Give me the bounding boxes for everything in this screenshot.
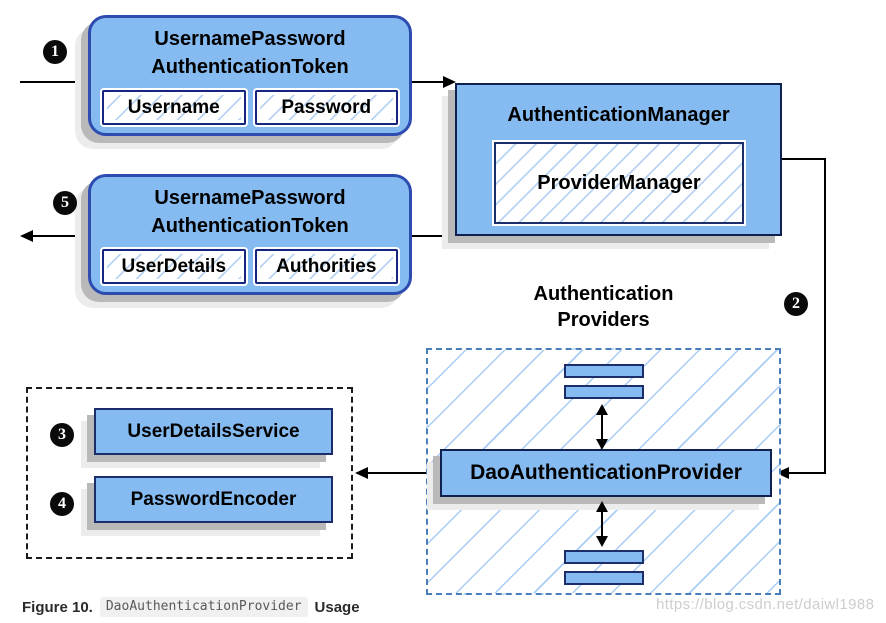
authorities-field-label: Authorities: [276, 255, 377, 277]
result-token-fields: UserDetails Authorities: [102, 249, 398, 284]
watermark-text: https://blog.csdn.net/daiwl1988: [656, 596, 875, 613]
arrowhead-down-icon: [596, 439, 608, 450]
request-token-title-line1: UsernamePassword: [154, 28, 346, 50]
dao-authentication-provider-node: DaoAuthenticationProvider: [440, 449, 772, 497]
double-arrow-line: [601, 509, 603, 538]
username-field-label: Username: [127, 96, 220, 118]
request-token-node: UsernamePassword AuthenticationToken Use…: [88, 15, 412, 136]
request-token-fields: Username Password: [102, 90, 398, 125]
authentication-manager-title: AuthenticationManager: [507, 104, 730, 126]
step-badge-1: 1: [43, 40, 67, 64]
connector-result-out: [32, 235, 89, 237]
providers-heading-line2: Providers: [557, 309, 650, 331]
result-token-node: UsernamePassword AuthenticationToken Use…: [88, 174, 412, 295]
connector-dao-to-deps: [367, 472, 440, 474]
connector-manager-to-token: [412, 235, 457, 237]
username-field-box: Username: [102, 90, 246, 125]
request-token-title-line2: AuthenticationToken: [151, 56, 349, 78]
arrowhead-up-icon: [596, 501, 608, 512]
provider-placeholder-bar: [564, 571, 644, 585]
arrowhead-right-icon: [443, 76, 456, 88]
authentication-manager-node: AuthenticationManager ProviderManager: [455, 83, 782, 236]
dao-authentication-provider-label: DaoAuthenticationProvider: [470, 461, 742, 484]
connector-token-to-manager: [412, 81, 444, 83]
user-details-service-node: UserDetailsService: [94, 408, 333, 455]
request-token-title: UsernamePassword AuthenticationToken: [91, 18, 409, 81]
providers-heading: Authentication Providers: [426, 281, 781, 333]
arrowhead-left-icon: [355, 467, 368, 479]
step-badge-3: 3: [50, 423, 74, 447]
connector-step2-vertical: [824, 158, 826, 474]
result-token-title-line2: AuthenticationToken: [151, 215, 349, 237]
user-details-service-label: UserDetailsService: [127, 420, 300, 442]
step-badge-5: 5: [53, 191, 77, 215]
step-badge-4: 4: [50, 492, 74, 516]
figure-caption-suffix: Usage: [314, 598, 360, 616]
arrowhead-down-icon: [596, 536, 608, 547]
authorities-field-box: Authorities: [254, 249, 398, 284]
step-badge-2: 2: [784, 292, 808, 316]
figure-caption-label: Figure 10.: [22, 598, 93, 616]
password-field-box: Password: [254, 90, 398, 125]
provider-placeholder-bar: [564, 385, 644, 399]
connector-request-in: [20, 81, 88, 83]
password-encoder-label: PasswordEncoder: [130, 488, 297, 510]
userdetails-field-box: UserDetails: [102, 249, 246, 284]
figure-caption-code: DaoAuthenticationProvider: [99, 597, 308, 617]
providers-heading-line1: Authentication: [533, 283, 674, 305]
provider-manager-label: ProviderManager: [537, 171, 701, 194]
connector-to-dao: [788, 472, 826, 474]
result-token-title: UsernamePassword AuthenticationToken: [91, 177, 409, 240]
provider-manager-node: ProviderManager: [494, 142, 744, 224]
result-token-title-line1: UsernamePassword: [154, 187, 346, 209]
userdetails-field-label: UserDetails: [121, 255, 227, 277]
password-field-label: Password: [281, 96, 372, 118]
provider-placeholder-bar: [564, 550, 644, 564]
provider-placeholder-bar: [564, 364, 644, 378]
password-encoder-node: PasswordEncoder: [94, 476, 333, 523]
connector-manager-out: [782, 158, 826, 160]
arrowhead-left-icon: [20, 230, 33, 242]
double-arrow-line: [601, 412, 603, 441]
figure-caption: Figure 10. DaoAuthenticationProvider Usa…: [22, 597, 360, 617]
arrowhead-up-icon: [596, 404, 608, 415]
